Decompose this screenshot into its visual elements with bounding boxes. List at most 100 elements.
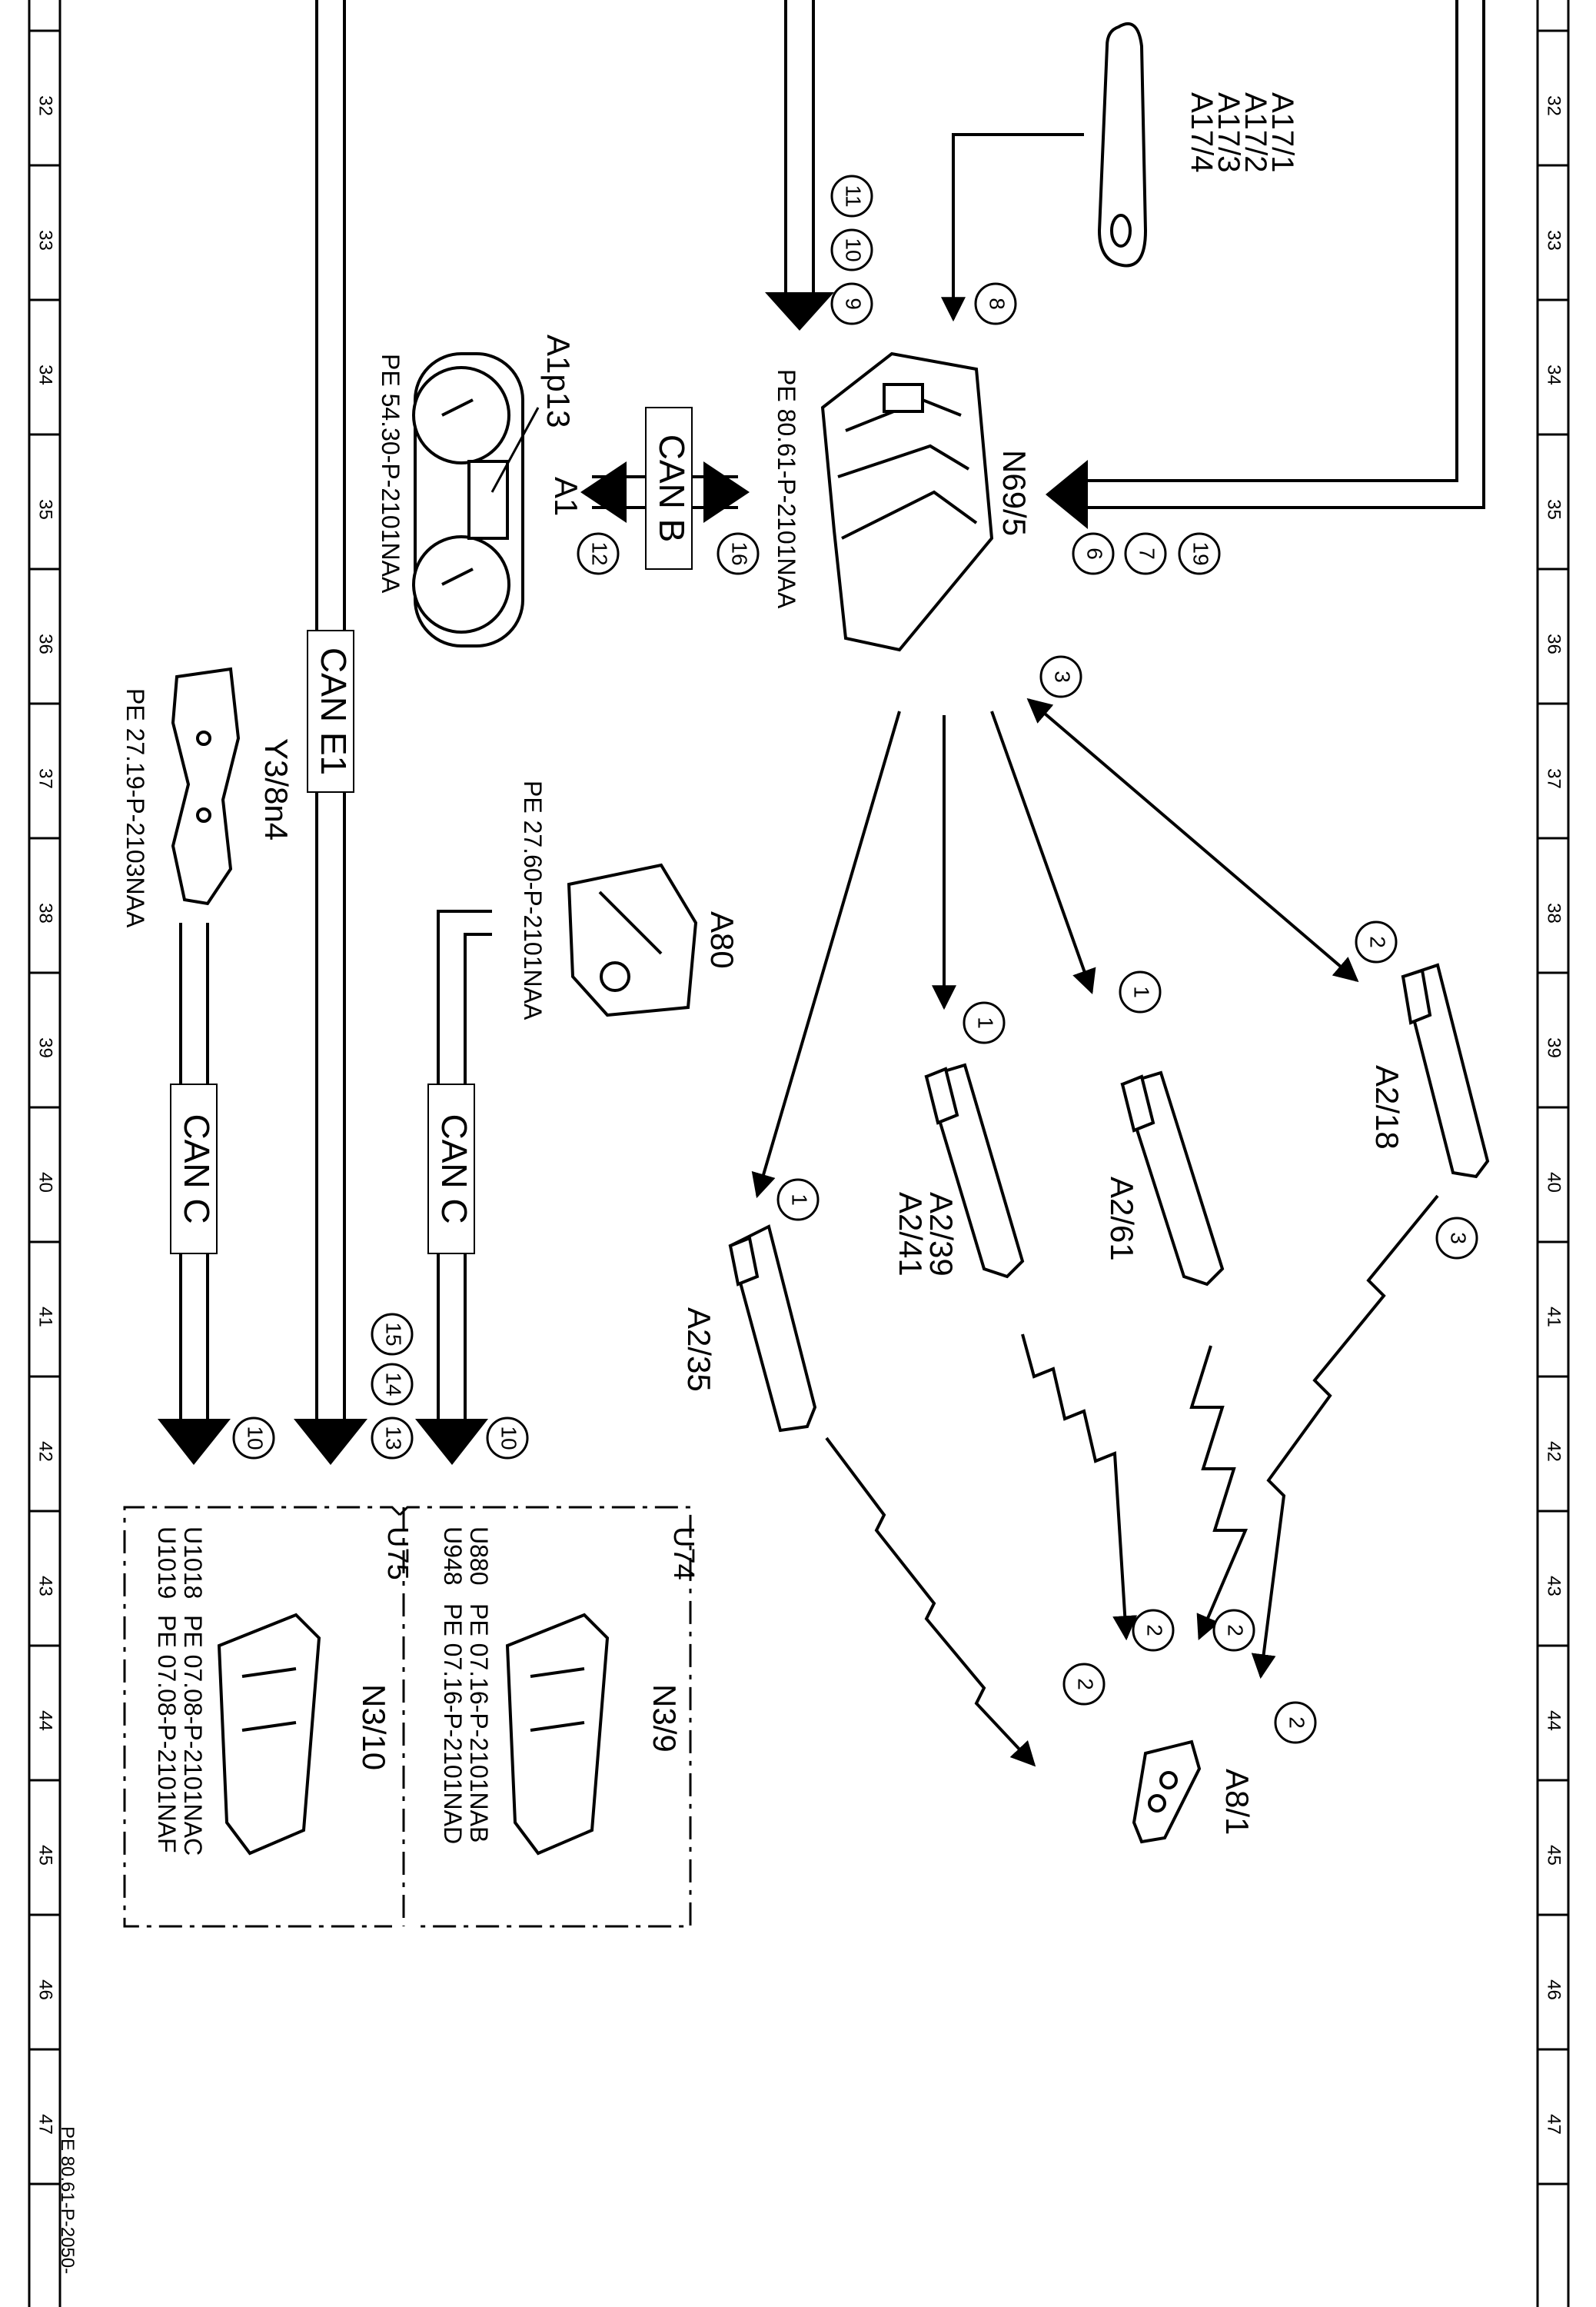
right-ruler-label: 40 [1544, 1172, 1564, 1193]
a2-39-illustration [924, 1063, 1025, 1279]
left-ruler-label: 35 [35, 499, 56, 520]
left-ruler-label: 46 [35, 1979, 56, 2000]
signal-circle-n15 [371, 1313, 414, 1356]
signal-number-n14: 14 [382, 1372, 406, 1396]
u1018-code: U1018 [179, 1526, 207, 1599]
signal-circle-n16 [717, 532, 760, 575]
svg-text:CAN B: CAN B [652, 434, 692, 543]
signal-number-n11: 11 [842, 185, 866, 207]
u75-label: U75 [381, 1526, 414, 1580]
n3-10-label: N3/10 [356, 1684, 392, 1770]
u948-ref: PE 07.16-P-2101NAD [439, 1603, 467, 1844]
svg-text:CAN C: CAN C [434, 1114, 474, 1223]
n69-5-label: N69/5 [996, 450, 1032, 536]
left-ruler-label: 34 [35, 365, 56, 385]
arrow-can-e1 [294, 1419, 367, 1465]
svg-text:CAN C: CAN C [177, 1114, 217, 1223]
arrow-into-n69-right [1046, 460, 1088, 529]
right-ruler-label: 45 [1544, 1845, 1564, 1866]
instrument-cluster-illustration [412, 352, 524, 647]
a17-to-n69-arrow [941, 133, 1084, 322]
svg-text:A17/1: A17/1 [1265, 92, 1299, 173]
svg-text:CAN E1: CAN E1 [314, 647, 354, 775]
right-ruler-label: 35 [1544, 499, 1564, 520]
signal-circle-n1 [776, 1178, 820, 1221]
signal-number-n19: 19 [1189, 541, 1213, 565]
signal-circle-n1 [963, 1001, 1006, 1044]
signal-circle-n8 [974, 282, 1017, 325]
y3-8n4-label: Y3/8n4 [258, 738, 294, 841]
left-ruler-label: 42 [35, 1441, 56, 1462]
can-c-label-right: CAN C [427, 1084, 475, 1254]
left-ruler: 3132333435363738394041424344454647 [28, 0, 62, 2307]
right-ruler-label: 47 [1544, 2114, 1564, 2135]
left-ruler-label: 43 [35, 1576, 56, 1596]
arrow-can-c-right [415, 1419, 488, 1465]
signal-number-n16: 16 [728, 541, 752, 565]
a2-61-illustration [1120, 1070, 1225, 1287]
signal-circle-n19 [1178, 532, 1221, 575]
left-ruler-label: 36 [35, 634, 56, 654]
signal-number-n7: 7 [1135, 548, 1159, 560]
a80-label: A80 [704, 911, 740, 969]
signal-circle-n13 [371, 1416, 414, 1460]
right-ruler-label: 39 [1544, 1037, 1564, 1058]
right-ruler-label: 46 [1544, 1979, 1564, 2000]
a2-61-wireless [1189, 1345, 1249, 1640]
signal-circle-n2 [1132, 1609, 1175, 1652]
signal-circle-n1 [1119, 970, 1162, 1014]
y3-8n4-ref: PE 27.19-P-2103NAA [121, 688, 149, 928]
n3-9-ecu-illustration [505, 1613, 610, 1856]
signal-circle-n3 [1435, 1217, 1478, 1260]
a8-1-label: A8/1 [1219, 1769, 1255, 1835]
signal-number-n10: 10 [244, 1426, 268, 1450]
a2-35-wireless [825, 1436, 1036, 1767]
svg-text:A17/4: A17/4 [1185, 92, 1219, 173]
signal-number-n13: 13 [382, 1426, 406, 1450]
a17-labels: A17/1 A17/2 A17/3 A17/4 [1185, 92, 1299, 173]
key-fob-illustration [1132, 1739, 1202, 1844]
right-ruler-label: 38 [1544, 903, 1564, 924]
signal-number-n8: 8 [986, 298, 1009, 310]
signal-circle-n14 [371, 1363, 414, 1406]
valve-body-illustration [171, 667, 241, 906]
door-handle-illustration [1097, 22, 1148, 268]
a2-39-label: A2/39 [923, 1192, 959, 1277]
left-ruler-label: 39 [35, 1037, 56, 1058]
u948-code: U948 [439, 1526, 467, 1586]
signal-circle-n2 [1274, 1701, 1317, 1744]
a1-label: A1 [548, 477, 584, 516]
bus-arrowheads [158, 292, 1088, 1465]
signal-number-n6: 6 [1083, 548, 1107, 560]
signal-number-n9: 9 [842, 298, 866, 310]
a2-39-wireless [1021, 1333, 1138, 1641]
can-c-label-left: CAN C [170, 1084, 218, 1254]
left-ruler-label: 41 [35, 1307, 56, 1327]
u880-ref: PE 07.16-P-2101NAB [465, 1603, 493, 1843]
a2-18-label: A2/18 [1369, 1065, 1405, 1150]
signal-number-n2: 2 [1224, 1624, 1248, 1636]
arrow-into-n69-top [765, 292, 834, 331]
signal-number-n12: 12 [588, 541, 612, 565]
a2-35-label: A2/35 [681, 1307, 717, 1392]
signal-number-n10: 10 [842, 238, 866, 261]
signal-circle-n10 [830, 228, 873, 271]
signal-circle-n3 [1039, 655, 1082, 698]
right-ruler: 3132333435363738394041424344454647 [1536, 0, 1570, 2307]
can-e1-label: CAN E1 [307, 630, 354, 793]
signal-circle-n12 [577, 532, 620, 575]
a1p13-label: A1p13 [540, 335, 577, 428]
wireless-links [825, 1194, 1439, 1767]
a2-18-wireless [1251, 1194, 1439, 1679]
signal-circle-n2 [1062, 1663, 1106, 1706]
n69-to-a2-35-arrow [751, 711, 901, 1199]
right-ruler-label: 32 [1544, 95, 1564, 116]
right-ruler-label: 41 [1544, 1307, 1564, 1327]
u1019-ref: PE 07.08-P-2101NAF [153, 1615, 181, 1853]
right-ruler-label: 33 [1544, 230, 1564, 251]
left-ruler-label: 47 [35, 2114, 56, 2135]
signal-number-n2: 2 [1285, 1716, 1309, 1729]
signal-circle-n10 [232, 1416, 275, 1460]
right-ruler-label: 44 [1544, 1710, 1564, 1731]
